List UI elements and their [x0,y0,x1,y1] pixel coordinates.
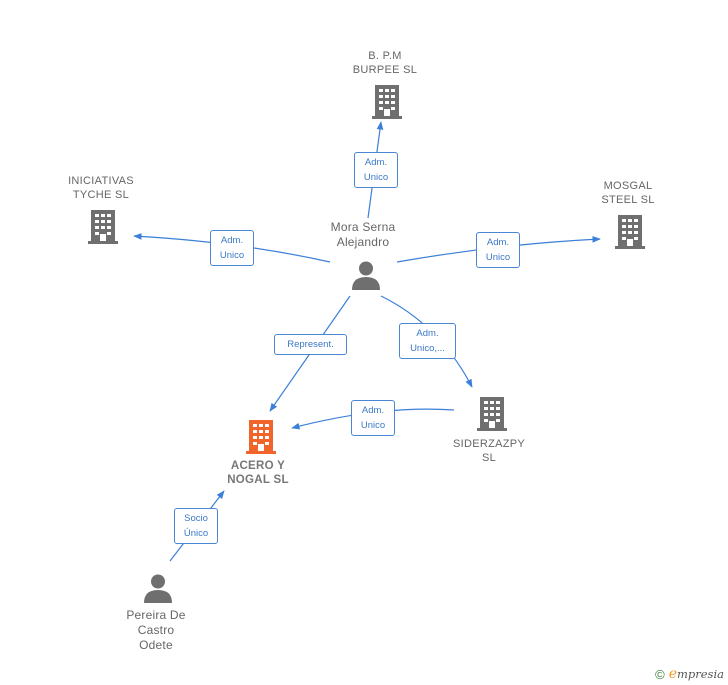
edge-label-pereira-acero: Socio Único [174,508,218,544]
copyright-icon: © [655,666,665,682]
edge-label-siderzazpy-acero: Adm. Unico [351,400,395,436]
node-label-siderzazpy[interactable]: SIDERZAZPY SL [452,438,526,464]
person-icon[interactable] [143,573,173,608]
edge-label-mora-acero: Represent. [274,334,347,355]
person-icon[interactable] [351,260,381,295]
building-icon[interactable] [88,210,118,249]
node-label-mosgal-steel[interactable]: MOSGAL STEEL SL [601,180,655,206]
node-label-bpm-burpee[interactable]: B. P.M BURPEE SL [352,50,418,76]
node-label-mora-serna[interactable]: Mora Serna Alejandro [330,220,396,249]
node-label-iniciativas-tyche[interactable]: INICIATIVAS TYCHE SL [68,175,134,201]
node-label-acero-nogal[interactable]: ACERO Y NOGAL SL [227,460,289,486]
building-icon[interactable] [615,215,645,254]
brand-footer: © empresia [655,666,724,682]
building-icon[interactable] [477,397,507,436]
brand-logo: empresia [668,666,724,682]
node-label-pereira-de-castro[interactable]: Pereira De Castro Odete [126,608,186,652]
edge-label-mora-mosgal: Adm. Unico [476,232,520,268]
edge-label-mora-bpm: Adm. Unico [354,152,398,188]
building-icon[interactable] [372,85,402,124]
edge-label-mora-iniciativas: Adm. Unico [210,230,254,266]
edge-label-mora-siderzazpy: Adm. Unico,... [399,323,456,359]
building-icon-focus[interactable] [246,420,276,459]
